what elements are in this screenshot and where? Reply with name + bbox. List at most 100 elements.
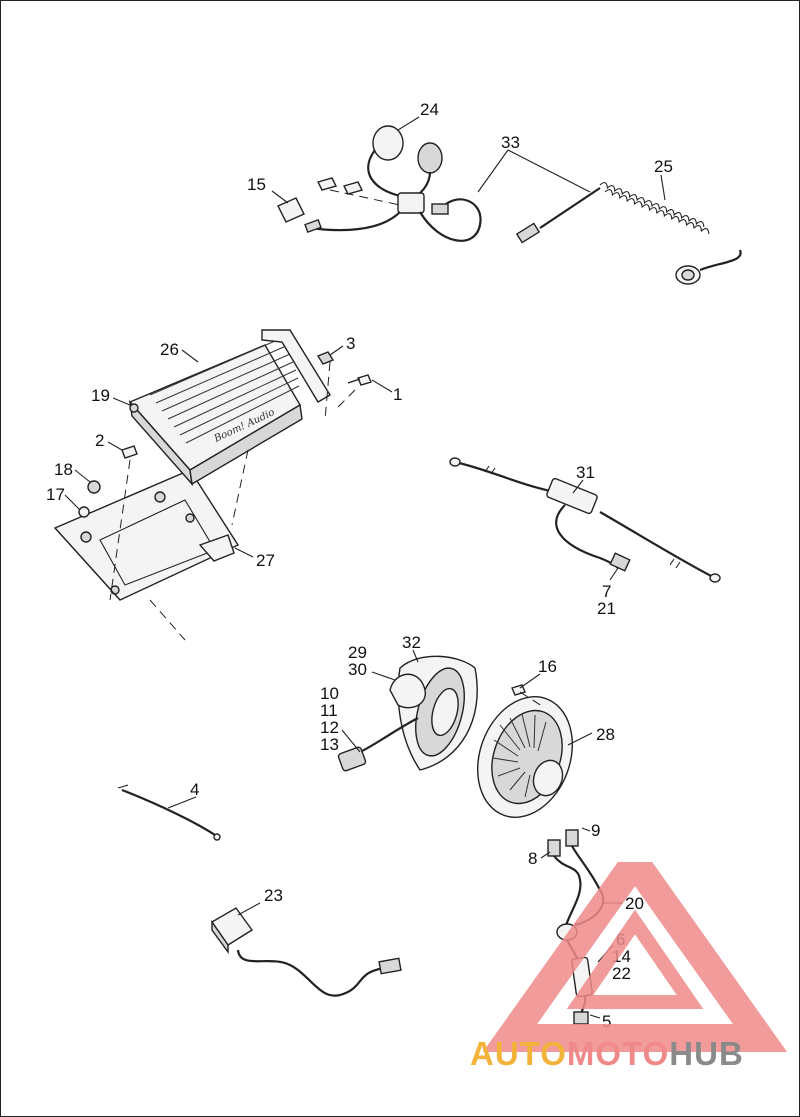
plug-wire	[309, 211, 401, 232]
leader-10-13	[341, 729, 361, 753]
speaker-magnet	[389, 673, 426, 709]
coil-cord	[515, 182, 742, 285]
callout-32: 32	[402, 633, 421, 652]
leader-18	[74, 469, 91, 483]
headset-junction	[397, 192, 425, 214]
callout-26: 26	[160, 340, 179, 359]
leader-15	[271, 190, 289, 204]
leader-26	[181, 349, 199, 363]
leader-25	[660, 174, 666, 201]
leader-23	[237, 902, 261, 916]
callout-28: 28	[596, 725, 615, 744]
screw-2	[121, 445, 138, 459]
clip-b	[342, 181, 364, 195]
plug-tip	[304, 218, 322, 234]
callout-21: 21	[597, 599, 616, 618]
grommet-17	[78, 506, 90, 518]
earpiece-right	[417, 142, 443, 174]
terminal-8	[547, 839, 561, 857]
watermark-auto: AUTO	[470, 1035, 567, 1072]
callout-18: 18	[54, 460, 73, 479]
clip-dash	[329, 189, 401, 206]
leader-3	[329, 345, 344, 356]
callout-15: 15	[247, 175, 266, 194]
amplifier-fins	[149, 337, 300, 444]
bracket-tab	[198, 534, 235, 562]
leader-9	[581, 827, 591, 832]
inline-connector	[431, 203, 449, 215]
callout-2: 2	[95, 431, 104, 450]
watermark-logo-icon	[482, 862, 788, 1052]
callout-11: 11	[320, 701, 338, 720]
harness-connector	[609, 552, 631, 572]
leader-17	[64, 494, 81, 511]
speaker-cap	[532, 759, 564, 797]
leader-5	[589, 1014, 601, 1019]
callout-33: 33	[501, 133, 520, 152]
earpiece-left	[372, 125, 404, 161]
leader-29-30	[371, 671, 396, 681]
callout-19: 19	[91, 386, 110, 405]
antenna-puck	[210, 907, 254, 946]
callout-1: 1	[393, 385, 402, 404]
amplifier-assembly: Boom! Audio	[53, 329, 393, 641]
headset-assembly	[271, 116, 742, 285]
leader-28	[567, 732, 593, 746]
grommet-18	[87, 480, 101, 494]
callout-31: 31	[576, 463, 595, 482]
callout-29: 29	[348, 643, 367, 662]
speaker-connector	[337, 746, 367, 772]
callout-5: 5	[602, 1012, 611, 1031]
screw-1	[347, 374, 372, 386]
callout-23: 23	[264, 886, 283, 905]
callout-27: 27	[256, 551, 275, 570]
callout-16: 16	[538, 657, 557, 676]
watermark-moto: MOTO	[566, 1035, 670, 1072]
leader-16	[519, 673, 541, 689]
leader-33	[477, 149, 591, 193]
antenna-connector	[378, 957, 402, 975]
callout-10: 10	[320, 684, 339, 703]
leader-2	[107, 441, 123, 451]
callout-30: 30	[348, 660, 367, 679]
harness-module	[546, 477, 598, 515]
leader-4	[167, 796, 197, 809]
watermark-hub: HUB	[669, 1035, 744, 1072]
tie-strap-4	[117, 784, 221, 841]
leader-31	[572, 479, 584, 494]
plug-15	[277, 197, 305, 223]
callout-3: 3	[346, 334, 355, 353]
leader-27	[234, 547, 254, 558]
headset-wire-a	[367, 149, 406, 199]
callout-22: 22	[612, 964, 631, 983]
headset-loop	[419, 198, 482, 242]
leader-32	[412, 649, 419, 663]
callout-13: 13	[320, 735, 339, 754]
harness-31	[449, 457, 721, 583]
leader-1	[371, 379, 393, 393]
clip-a	[316, 177, 338, 191]
leader-7	[609, 567, 619, 581]
callout-7: 7	[602, 582, 611, 601]
watermark-text: AUTOMOTOHUB	[470, 1035, 800, 1073]
callout-20: 20	[625, 894, 644, 913]
callout-12: 12	[320, 718, 339, 737]
callout-17: 17	[46, 485, 65, 504]
callout-24: 24	[420, 100, 439, 119]
feature-19	[129, 403, 139, 413]
terminal-9	[565, 829, 579, 847]
speaker-assembly	[337, 649, 593, 818]
speaker-ribs	[492, 713, 547, 798]
callout-8: 8	[528, 849, 537, 868]
side-bracket	[261, 329, 331, 403]
leader-24	[397, 116, 420, 131]
screw-16	[511, 684, 526, 696]
leader-8	[540, 851, 551, 859]
antenna-23	[210, 902, 402, 997]
callout-9: 9	[591, 821, 600, 840]
leader-19	[112, 397, 131, 406]
nut-3	[316, 351, 335, 365]
callout-4: 4	[190, 780, 199, 799]
callout-25: 25	[654, 157, 673, 176]
